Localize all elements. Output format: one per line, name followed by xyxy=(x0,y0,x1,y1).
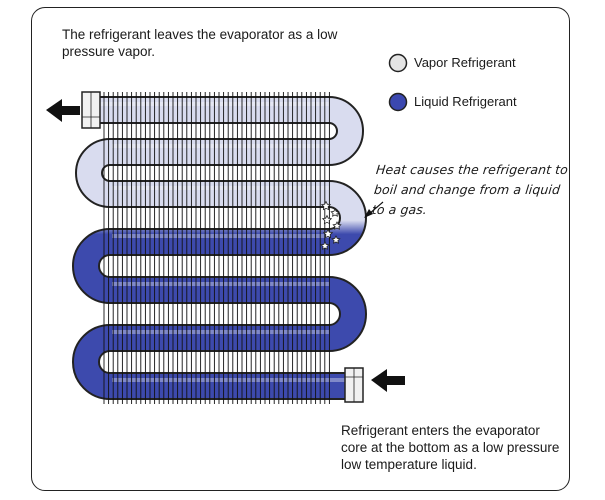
outlet-caption: The refrigerant leaves the evaporator as… xyxy=(62,27,338,59)
inlet-fitting xyxy=(344,367,364,403)
legend-liquid-swatch xyxy=(388,92,408,112)
inlet-caption: Refrigerant enters the evaporator core a… xyxy=(341,423,560,472)
evaporator-fins xyxy=(103,92,330,404)
legend-liquid-label: Liquid Refrigerant xyxy=(414,94,517,109)
legend-vapor-swatch xyxy=(388,53,408,73)
evaporator-tube xyxy=(72,96,367,400)
pointer-arrow-icon xyxy=(364,201,384,218)
star-bubble-icon xyxy=(320,200,342,250)
heat-caption: Heat causes the refrigerant to boil and … xyxy=(371,162,569,217)
outlet-fitting xyxy=(81,91,101,129)
arrow-left-icon xyxy=(371,369,405,392)
legend-vapor-label: Vapor Refrigerant xyxy=(414,55,516,70)
arrow-left-icon xyxy=(46,99,80,122)
